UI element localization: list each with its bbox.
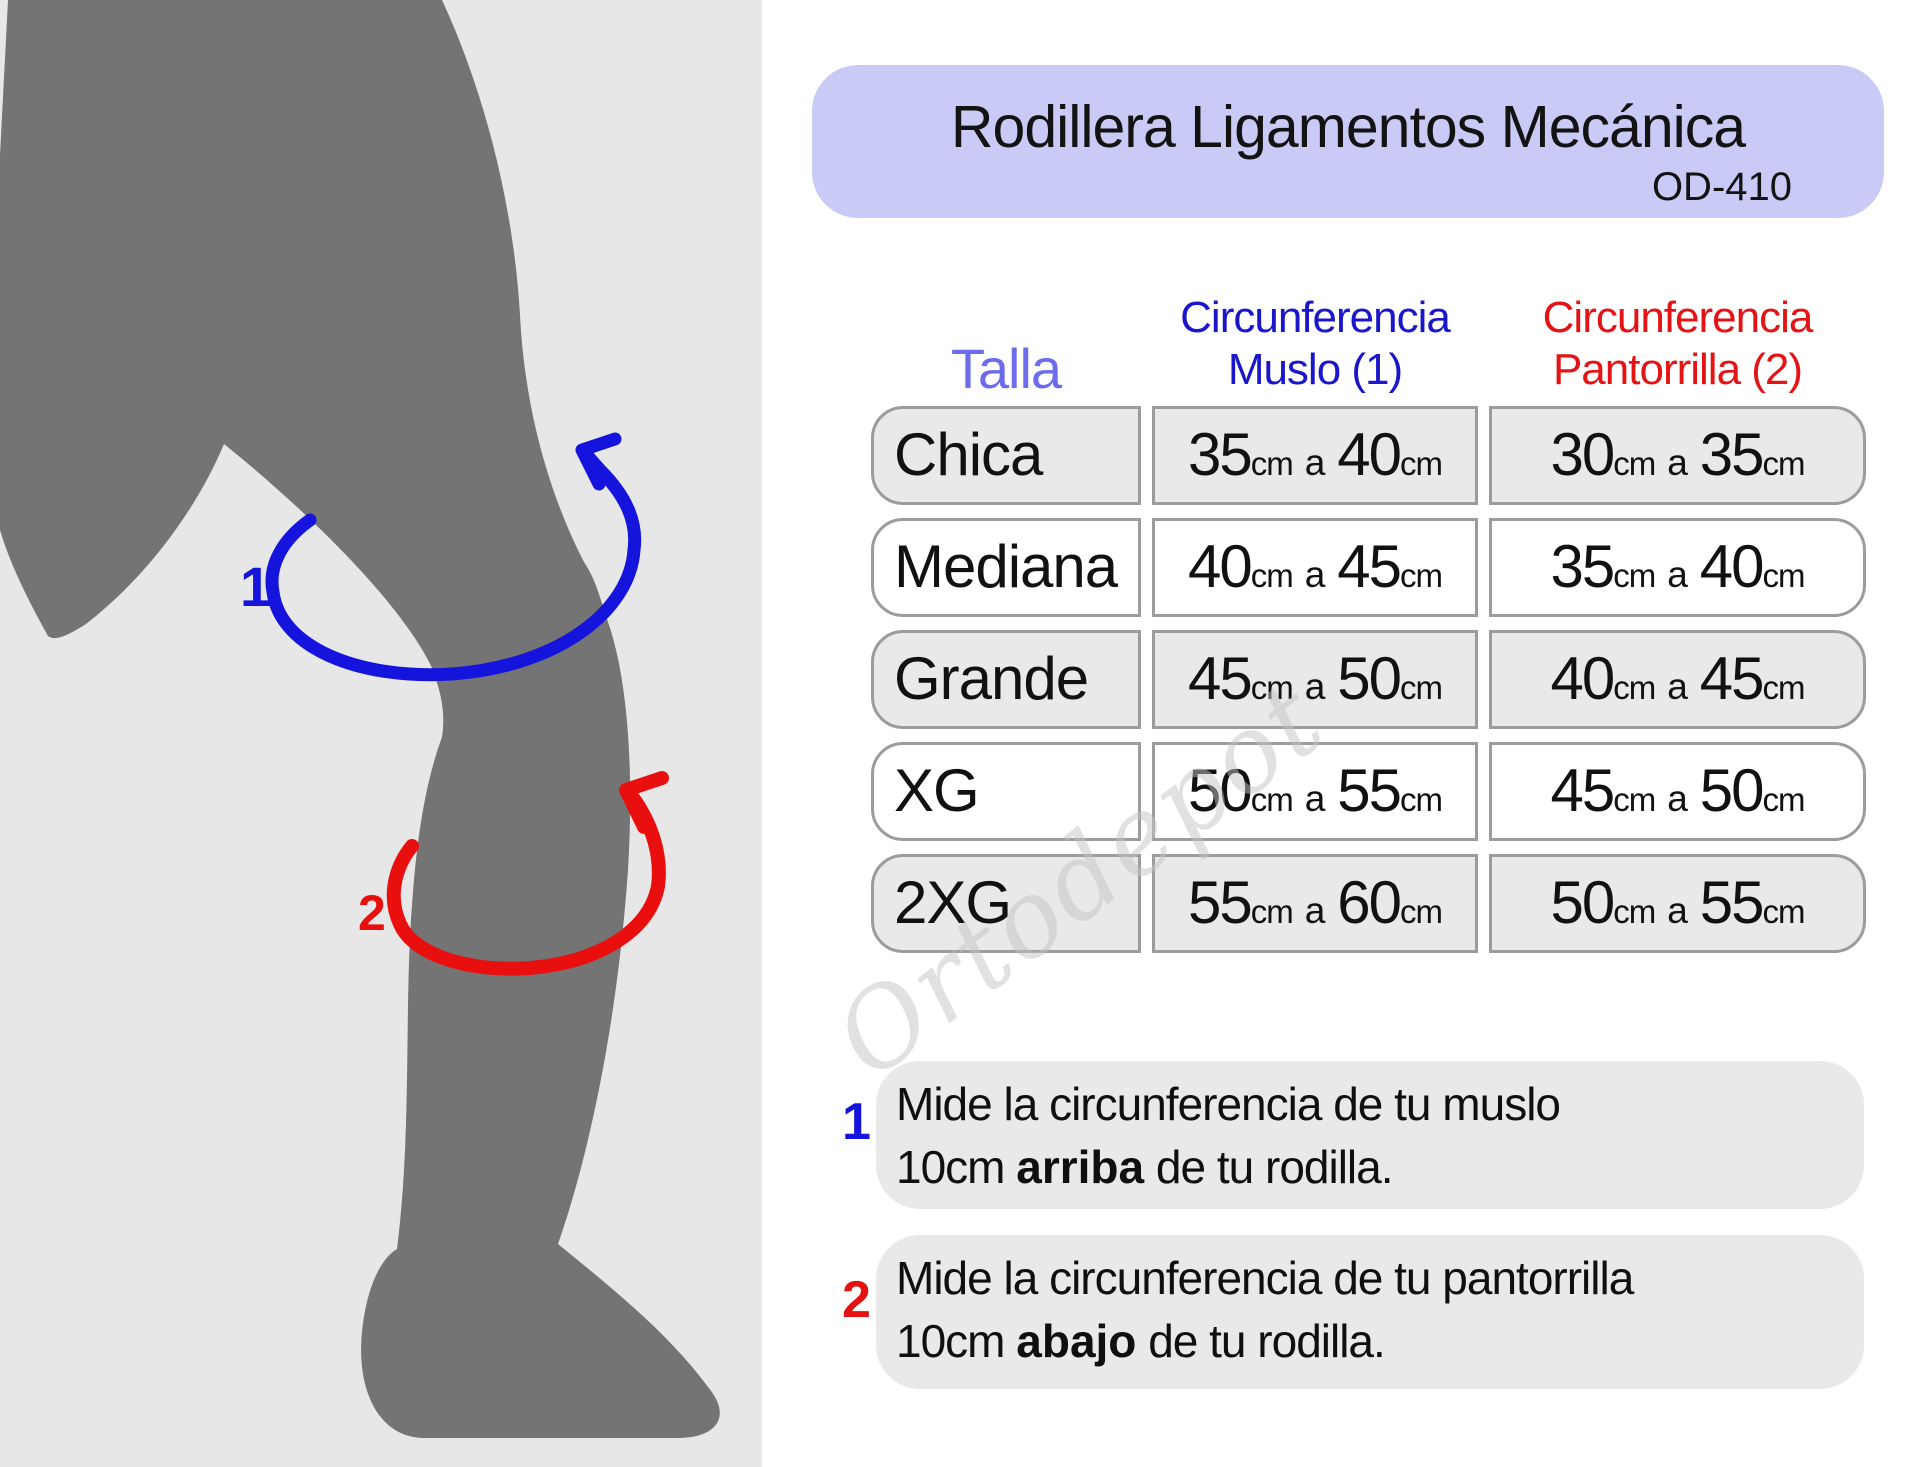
note-calf-text: Mide la circunferencia de tu pantorrilla…	[896, 1252, 1634, 1367]
size-cell: 2XG	[871, 854, 1141, 953]
size-cell: XG	[871, 742, 1141, 841]
product-title: Rodillera Ligamentos Mecánica	[950, 94, 1746, 160]
note-marker-1: 1	[842, 1093, 871, 1151]
leg-diagram: 1 2	[0, 0, 720, 1438]
note-thigh-text: Mide la circunferencia de tu muslo 10cm …	[896, 1078, 1561, 1193]
muslo-header-line2: Muslo (1)	[1227, 345, 1403, 394]
leg-silhouette	[0, 0, 720, 1438]
size-cell: Mediana	[871, 518, 1141, 617]
pantorrilla-header-line2: Pantorrilla (2)	[1552, 345, 1803, 394]
title-banner: Rodillera Ligamentos Mecánica OD-410	[812, 65, 1884, 218]
leg-diagram-panel: 1 2	[0, 0, 762, 1467]
model-code: OD-410	[1651, 165, 1792, 209]
size-cell: Chica	[871, 406, 1141, 505]
column-header-muslo: Circunferencia Muslo (1)	[1152, 292, 1478, 396]
size-cell: Grande	[871, 630, 1141, 729]
calf-marker-2: 2	[358, 885, 386, 941]
pantorrilla-header-line1: Circunferencia	[1542, 293, 1814, 342]
thigh-marker-1: 1	[240, 555, 271, 618]
column-header-pantorrilla: Circunferencia Pantorrilla (2)	[1489, 292, 1866, 396]
muslo-header-line1: Circunferencia	[1180, 293, 1451, 342]
note-marker-2: 2	[842, 1271, 871, 1329]
thigh-measure-arrow	[265, 432, 642, 682]
calf-measure-arrow	[386, 771, 669, 976]
note-thigh: Mide la circunferencia de tu muslo 10cm …	[876, 1061, 1864, 1209]
column-header-talla: Talla	[950, 337, 1062, 400]
note-calf: Mide la circunferencia de tu pantorrilla…	[876, 1235, 1864, 1389]
